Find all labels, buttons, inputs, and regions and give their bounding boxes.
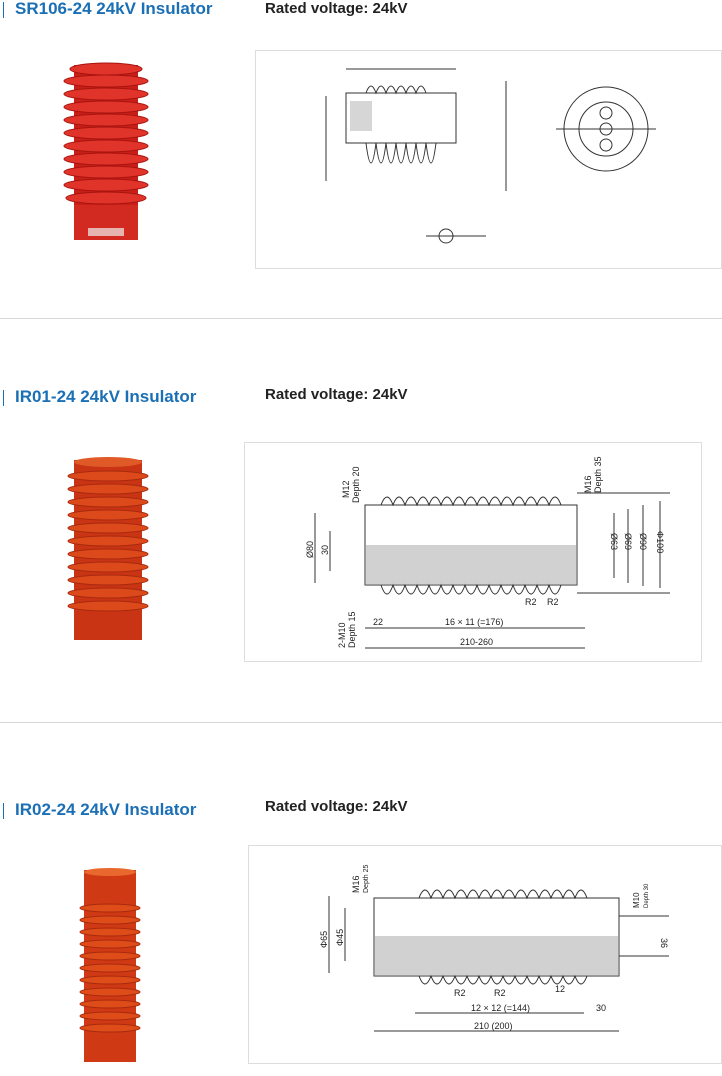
label-m12: M12 bbox=[341, 480, 351, 498]
insulator-photo bbox=[67, 457, 149, 640]
technical-drawing bbox=[255, 50, 722, 269]
label-length: 210 (200) bbox=[474, 1021, 513, 1031]
label-radius: R2 bbox=[547, 597, 559, 607]
label-m10: M10 bbox=[632, 892, 641, 908]
product-title: IR01-24 24kV Insulator bbox=[15, 387, 197, 406]
label-dim: 22 bbox=[373, 617, 383, 627]
label-depth: Depth 15 bbox=[347, 611, 357, 648]
product-title: SR106-24 24kV Insulator bbox=[15, 0, 213, 18]
insulator-photo bbox=[63, 62, 149, 240]
label-radius: R2 bbox=[494, 988, 506, 998]
label-dim: 36 bbox=[659, 938, 669, 948]
label-m16: M16 bbox=[351, 875, 361, 893]
title-accent-bar bbox=[3, 2, 4, 18]
label-m16: M16 bbox=[583, 475, 593, 493]
label-diameter: Ø90 bbox=[638, 533, 648, 550]
label-diameter: Ø63 bbox=[609, 533, 619, 550]
label-depth: Depth 20 bbox=[351, 466, 361, 503]
label-dim: 30 bbox=[596, 1003, 606, 1013]
title-accent-bar bbox=[3, 390, 4, 406]
label-length: 210-260 bbox=[460, 637, 493, 647]
rated-voltage: Rated voltage: 24kV bbox=[265, 0, 408, 17]
section-divider bbox=[0, 318, 722, 319]
rated-voltage: Rated voltage: 24kV bbox=[265, 798, 408, 815]
technical-drawing: M16 Depth 25 Φ65 Φ45 M10 Depth 30 36 R2 … bbox=[248, 845, 722, 1064]
label-dim: 30 bbox=[320, 545, 330, 555]
label-diameter: Φ65 bbox=[319, 931, 329, 948]
label-dim: 12 bbox=[555, 984, 565, 994]
title-accent-bar bbox=[3, 803, 4, 819]
label-diameter: Ø80 bbox=[305, 541, 315, 558]
label-depth: Depth 25 bbox=[363, 864, 370, 893]
section-divider bbox=[0, 722, 722, 723]
label-diameter: Ø69 bbox=[623, 533, 633, 550]
label-pitch: 12 × 12 (=144) bbox=[471, 1003, 530, 1013]
label-radius: R2 bbox=[454, 988, 466, 998]
rated-voltage: Rated voltage: 24kV bbox=[265, 386, 408, 403]
technical-drawing: M12 Depth 20 M16 Depth 35 Ø80 30 Ø63 Ø69… bbox=[244, 442, 702, 662]
label-pitch: 16 × 11 (=176) bbox=[445, 617, 503, 627]
label-radius: R2 bbox=[525, 597, 537, 607]
insulator-photo bbox=[79, 868, 141, 1062]
product-title: IR02-24 24kV Insulator bbox=[15, 800, 197, 819]
label-diameter: Φ45 bbox=[335, 929, 345, 946]
label-diameter: Φ100 bbox=[655, 531, 665, 553]
label-depth: Depth 30 bbox=[644, 883, 650, 908]
label-depth: Depth 35 bbox=[593, 456, 603, 493]
label-m10: 2-M10 bbox=[337, 622, 347, 648]
